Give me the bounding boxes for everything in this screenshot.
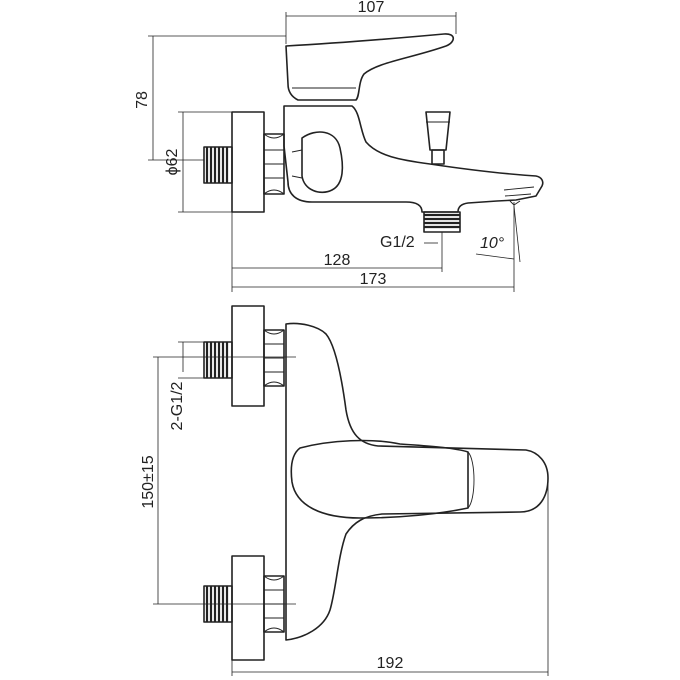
dim-150: 150±15 <box>140 356 180 605</box>
side-wall-flange <box>231 111 265 213</box>
dim-192: 192 <box>231 478 549 676</box>
front-top-connector <box>203 305 285 407</box>
label-phi62: ϕ62 <box>164 149 181 176</box>
side-outlet-thread <box>423 211 461 233</box>
label-107: 107 <box>358 0 385 16</box>
dim-phi62: ϕ62 <box>164 111 232 213</box>
label-150: 150±15 <box>140 455 157 508</box>
label-128: 128 <box>324 252 351 269</box>
label-192: 192 <box>377 655 404 672</box>
dim-173: 173 <box>232 262 515 292</box>
dim-107: 107 <box>285 0 457 44</box>
side-diverter-knob <box>425 111 451 165</box>
side-cartridge <box>301 131 344 194</box>
dim-10deg: 10° <box>475 202 521 263</box>
dim-2g12: 2-G1/2 <box>169 341 204 430</box>
label-g12: G1/2 <box>380 234 415 251</box>
front-view: 2-G1/2 150±15 192 <box>140 305 549 676</box>
front-bottom-connector <box>203 555 285 661</box>
side-spout-aerator <box>503 186 535 206</box>
label-78: 78 <box>134 91 151 109</box>
side-view: 107 78 ϕ62 G1/2 10° <box>134 0 544 292</box>
label-173: 173 <box>360 271 387 288</box>
side-inlet-thread <box>203 146 233 184</box>
side-lever-handle <box>285 33 455 101</box>
front-mixer-body <box>285 322 549 641</box>
dim-78: 78 <box>134 35 286 161</box>
label-2g12: 2-G1/2 <box>169 381 186 430</box>
label-10deg: 10° <box>480 235 505 252</box>
front-lever-handle <box>290 439 469 519</box>
side-hex-nut <box>263 133 285 195</box>
side-mixer-body <box>283 105 544 213</box>
dim-128: 128 <box>231 212 443 292</box>
